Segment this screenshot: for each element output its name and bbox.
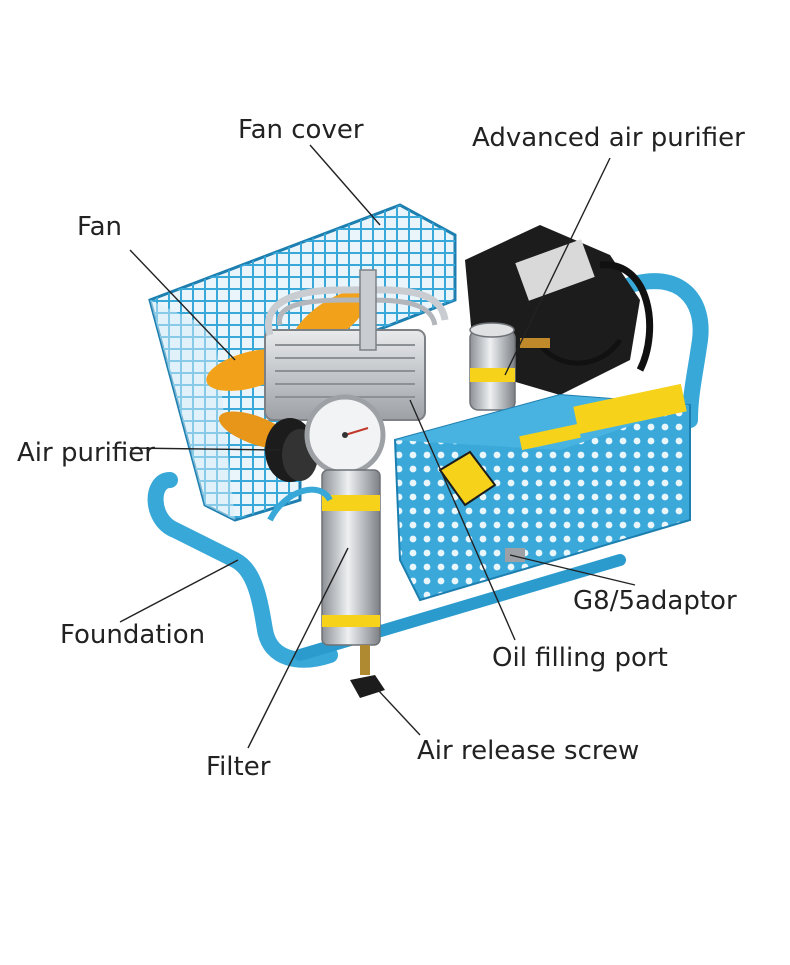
g8-5-adaptor-fitting xyxy=(505,548,525,562)
label-fan-cover: Fan cover xyxy=(238,115,364,145)
advanced-air-purifier-canister xyxy=(469,322,550,411)
filter-canister xyxy=(321,469,385,698)
air-hose xyxy=(267,486,333,522)
side-panel xyxy=(393,383,691,602)
label-advanced-air-purifier: Advanced air purifier xyxy=(472,123,745,153)
leader-advanced-air-purifier xyxy=(504,157,611,376)
leader-foundation xyxy=(119,559,239,623)
leader-fan xyxy=(129,249,236,361)
leader-lines xyxy=(119,144,636,749)
label-air-release-screw: Air release screw xyxy=(417,736,640,766)
leader-oil-filling-port xyxy=(409,399,516,641)
leader-filter xyxy=(247,547,349,749)
label-filter: Filter xyxy=(206,752,271,782)
leader-g8-5-adaptor xyxy=(509,554,636,586)
label-air-purifier: Air purifier xyxy=(17,438,155,468)
label-foundation: Foundation xyxy=(60,620,206,650)
cylinder-heads xyxy=(264,269,449,421)
leader-air-purifier xyxy=(129,447,281,451)
label-fan: Fan xyxy=(77,212,122,242)
label-g8-5-adaptor: G8/5adaptor xyxy=(573,586,737,616)
label-oil-filling-port: Oil filling port xyxy=(492,643,668,673)
leader-air-release-screw xyxy=(377,689,421,736)
leader-fan-cover xyxy=(309,144,381,226)
pressure-gauge xyxy=(304,394,386,476)
